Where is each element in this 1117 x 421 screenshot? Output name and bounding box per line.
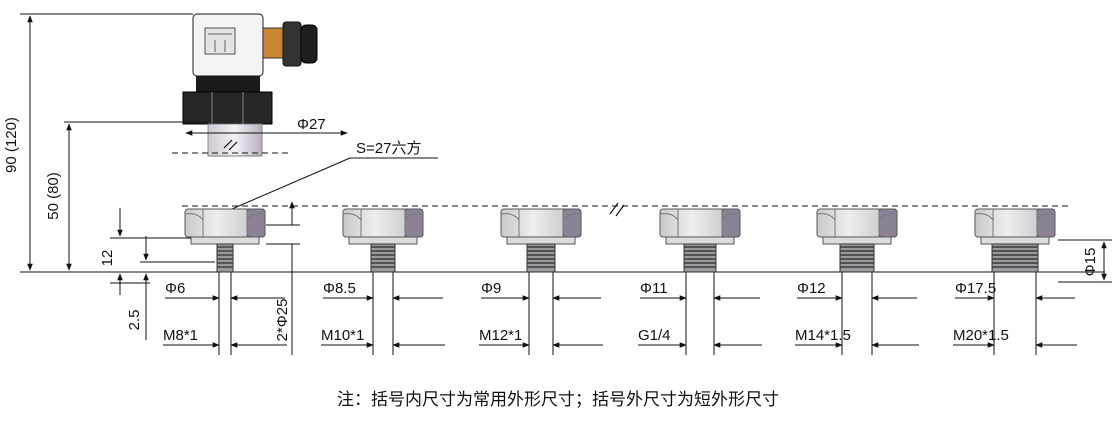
fitting-thread [839, 243, 875, 273]
fitting-thread-label: M20*1.5 [953, 327, 1009, 344]
cable-gland [282, 21, 302, 67]
fitting-thread-label: M14*1.5 [795, 327, 851, 344]
fitting-thread [683, 243, 717, 273]
hex-size-leader [215, 157, 438, 218]
fitting-thread [370, 243, 396, 273]
fitting-collar [348, 236, 418, 245]
collar-diameter-label: 2*Φ25 [274, 299, 291, 342]
cable-gland-nut [300, 24, 318, 64]
fitting-diameter-label: Φ12 [797, 280, 826, 297]
break-symbol [228, 141, 238, 151]
connector-window [204, 27, 236, 55]
break-symbol [615, 204, 625, 217]
fitting-thread-label: M10*1 [321, 327, 364, 344]
break-symbol [223, 139, 233, 149]
fitting-thread [991, 243, 1039, 273]
connector-inner-lines [208, 33, 232, 52]
hex-height-label: 12 [99, 250, 116, 267]
fitting-thread-label: G1/4 [638, 327, 671, 344]
connector-neck [196, 76, 260, 92]
fitting-hex-chamfer [659, 213, 741, 221]
sensor-shaft [207, 123, 263, 157]
fitting-collar [665, 236, 735, 245]
fitting-hex-chamfer [184, 213, 266, 221]
fitting-collar [506, 236, 576, 245]
fitting-collar [980, 236, 1050, 245]
fitting-hex-chamfer [500, 213, 582, 221]
right-diameter-label: Φ15 [1082, 248, 1099, 277]
height-dimensions [20, 13, 1105, 273]
drawing-note: 注：括号内尺寸为常用外形尺寸；括号外尺寸为短外形尺寸 [337, 390, 779, 410]
fitting-diameter-label: Φ17.5 [955, 280, 996, 297]
fitting-diameter-label: Φ8.5 [323, 280, 356, 297]
collar-diameter-dimension [266, 201, 300, 355]
fitting-hex-chamfer [974, 213, 1056, 221]
thread-offset-label: 2.5 [126, 310, 143, 331]
fitting-thread-label: M8*1 [163, 327, 198, 344]
body-height-label: 50 (80) [45, 172, 62, 220]
fitting-hex-chamfer [816, 213, 898, 221]
fitting-diameter-label: Φ11 [640, 280, 668, 297]
fitting-thread [526, 243, 556, 273]
right-diameter-dimension [1058, 239, 1112, 283]
fitting-hex-chamfer [342, 213, 424, 221]
fitting-collar [822, 236, 892, 245]
body-hex-nut [182, 91, 273, 125]
connector-assembly [182, 13, 318, 157]
fitting-thread [216, 243, 234, 273]
body-diameter-label: Φ27 [297, 116, 326, 133]
hex-size-label: S=27六方 [356, 140, 421, 157]
overall-height-label: 90 (120) [3, 117, 20, 173]
fitting-diameter-label: Φ9 [481, 280, 501, 297]
fittings-row: Φ6M8*1Φ8.5M10*1Φ9M12*1Φ11G1/4Φ12M14*1.5Φ… [163, 208, 1077, 355]
fitting-thread-label: M12*1 [479, 327, 522, 344]
fitting-diameter-label: Φ6 [165, 280, 185, 297]
break-symbol [609, 202, 619, 215]
cable-gland-orange [262, 27, 284, 59]
fitting-collar [190, 236, 260, 245]
